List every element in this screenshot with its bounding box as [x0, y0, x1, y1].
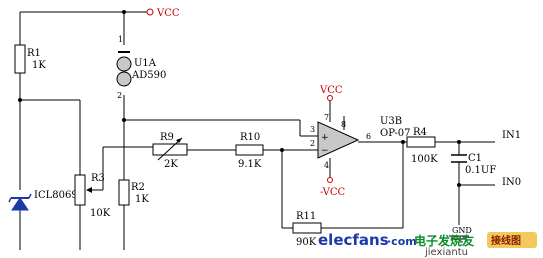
svg-text:R10: R10: [240, 132, 260, 143]
svg-text:C1: C1: [468, 153, 482, 164]
svg-text:OP-07: OP-07: [380, 128, 410, 139]
svg-text:7: 7: [324, 113, 329, 122]
resistor-r4: R4 100K: [406, 127, 438, 165]
svg-text:jiexiantu: jiexiantu: [424, 247, 468, 258]
svg-text:2: 2: [117, 91, 122, 100]
resistor-r2: R2 1K: [118, 179, 149, 206]
variable-resistor-r9: R9 2K: [152, 132, 188, 170]
svg-text:AD590: AD590: [131, 70, 166, 81]
capacitor-c1: C1 0.1UF: [451, 153, 496, 176]
svg-text:GND: GND: [452, 226, 472, 235]
svg-text:1: 1: [118, 35, 123, 44]
svg-text:VCC: VCC: [319, 85, 343, 96]
resistor-r10: R10 9.1K: [235, 132, 264, 170]
svg-text:90K: 90K: [296, 237, 317, 248]
svg-text:2K: 2K: [164, 159, 178, 170]
svg-text:10K: 10K: [90, 208, 111, 219]
sensor-u1a-ad590: 1 2 U1A AD590: [116, 35, 166, 100]
svg-text:U1A: U1A: [134, 58, 157, 69]
svg-text:R3: R3: [91, 173, 105, 184]
vcc-terminal-top: VCC: [146, 8, 180, 19]
svg-text:4: 4: [324, 161, 329, 170]
in1-label: IN1: [502, 130, 521, 141]
svg-text:1K: 1K: [135, 194, 149, 205]
svg-text:-VCC: -VCC: [320, 187, 346, 198]
svg-text:电子发烧友: 电子发烧友: [414, 233, 474, 248]
svg-text:0.1UF: 0.1UF: [465, 165, 496, 176]
junctions: [18, 10, 461, 187]
svg-text:接线图: 接线图: [491, 234, 521, 247]
watermark-logo-badge: 接线图: [487, 232, 537, 248]
svg-text:8: 8: [341, 120, 346, 129]
neg-vcc-terminal: -VCC: [320, 177, 346, 198]
opamp-u3b: + − 3 2 6 7 8 4 U3B OP-07: [305, 113, 410, 170]
svg-text:ICL8069: ICL8069: [34, 190, 78, 201]
ground-symbol: GND: [449, 226, 472, 243]
svg-text:·com: ·com: [387, 235, 417, 248]
wires: [19, 11, 495, 250]
reference-diode-icl8069: ICL8069: [8, 190, 78, 211]
in0-label: IN0: [502, 177, 521, 188]
svg-text:2: 2: [310, 139, 315, 148]
potentiometer-r3: R3 10K: [74, 173, 111, 219]
svg-text:R2: R2: [131, 182, 145, 193]
svg-text:elecfans: elecfans: [318, 231, 389, 249]
vcc-terminal-opamp: VCC: [319, 85, 343, 101]
svg-text:R1: R1: [27, 48, 41, 59]
svg-text:3: 3: [310, 125, 315, 134]
svg-text:−: −: [321, 146, 329, 156]
svg-text:R11: R11: [296, 211, 316, 222]
svg-text:R4: R4: [413, 127, 427, 138]
svg-text:9.1K: 9.1K: [238, 159, 262, 170]
svg-text:VCC: VCC: [156, 8, 180, 19]
watermark: elecfans ·com 电子发烧友 接线图 jiexiantu: [318, 231, 537, 258]
svg-text:+: +: [321, 133, 329, 143]
svg-text:100K: 100K: [411, 154, 438, 165]
svg-text:U3B: U3B: [380, 116, 402, 127]
svg-text:1K: 1K: [32, 60, 46, 71]
svg-text:R9: R9: [160, 132, 174, 143]
svg-text:6: 6: [366, 132, 371, 141]
resistor-r11: R11 90K: [292, 211, 322, 248]
resistor-r1: R1 1K: [14, 44, 46, 74]
